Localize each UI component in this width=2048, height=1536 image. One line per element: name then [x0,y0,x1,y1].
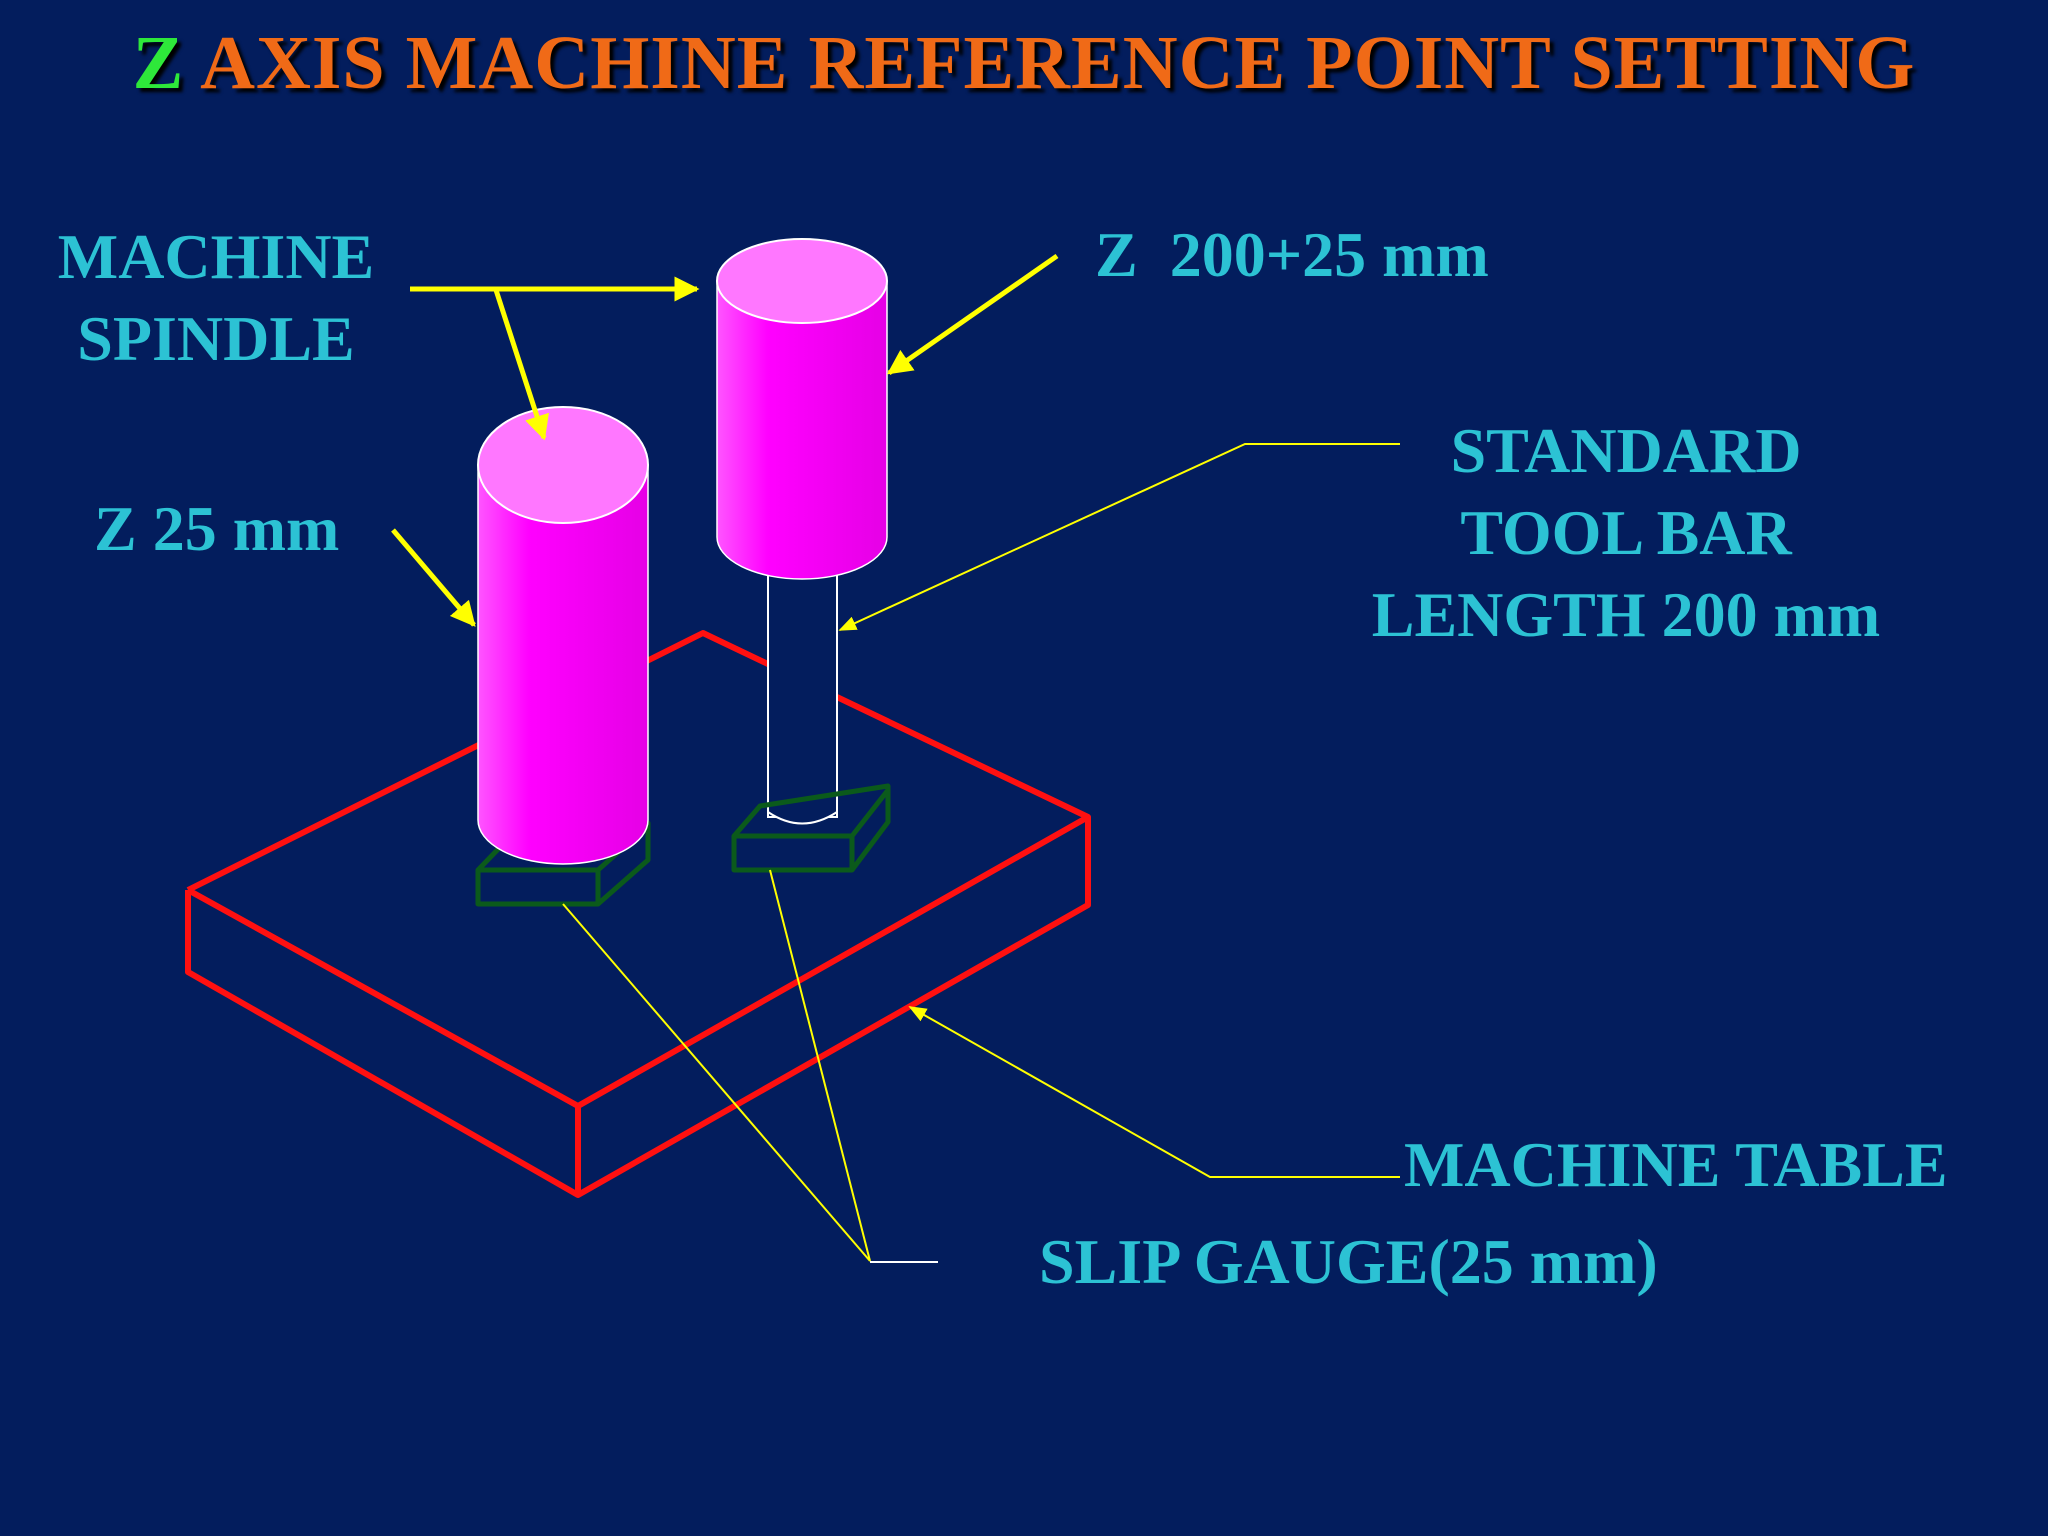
slide-title: Z AXIS MACHINE REFERENCE POINT SETTING [0,20,2048,107]
label-machine-spindle: MACHINE SPINDLE [44,216,388,380]
label-machine-table: MACHINE TABLE [1404,1129,1948,1200]
machine-spindle-right [716,238,888,580]
label-standard-tool-bar: STANDARD TOOL BAR LENGTH 200 mm [1336,410,1916,656]
label-tool-bar-line1: STANDARD [1450,415,1802,486]
label-z-200-25: Z 200+25 mm [1095,219,1489,290]
standard-tool-bar [767,564,838,825]
leader-lines [562,443,1400,1262]
title-text: AXIS MACHINE REFERENCE POINT SETTING [184,21,1916,105]
machine-spindle-left [477,406,649,865]
label-tool-bar-line2: TOOL BAR [1460,497,1792,568]
title-z: Z [132,21,185,105]
label-machine-spindle-line1: MACHINE [57,221,375,292]
label-slip-gauge: SLIP GAUGE(25 mm) [1039,1226,1658,1297]
slip-gauge-right [731,783,891,873]
spindle-pointer-arrows [391,253,1059,627]
label-tool-bar-line3: LENGTH 200 mm [1371,579,1881,650]
label-machine-spindle-line2: SPINDLE [77,303,355,374]
label-z-25: Z 25 mm [94,493,340,564]
